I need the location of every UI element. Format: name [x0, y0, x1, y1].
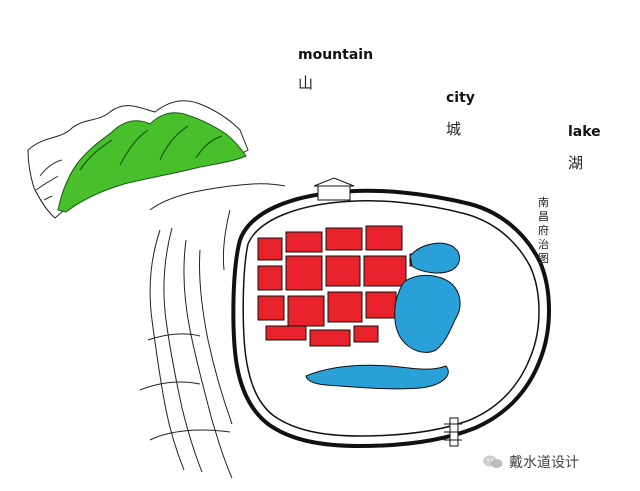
svg-text:南: 南: [538, 196, 549, 209]
mountain-label-zh: 山: [298, 74, 314, 92]
svg-text:治: 治: [538, 237, 549, 251]
map-title: 南 昌 府 治 图: [538, 196, 549, 265]
svg-text:图: 图: [538, 252, 549, 265]
lakes: [305, 242, 461, 390]
lake-label: lake: [568, 124, 601, 140]
wechat-icon: [483, 455, 503, 468]
city-label: city: [446, 90, 475, 106]
lake-label-zh: 湖: [568, 154, 584, 172]
svg-text:昌: 昌: [538, 210, 549, 223]
mountain-label: mountain: [298, 47, 374, 63]
watermark: 戴水道设计: [482, 452, 579, 472]
svg-text:府: 府: [538, 223, 549, 237]
mountain-drawing: [27, 100, 249, 219]
north-gate: [313, 177, 355, 201]
city-blocks: [257, 225, 423, 347]
pagoda: [444, 417, 462, 447]
city-label-zh: 城: [446, 120, 462, 138]
watermark-text: 戴水道设计: [509, 455, 579, 471]
river-system: [139, 183, 286, 479]
